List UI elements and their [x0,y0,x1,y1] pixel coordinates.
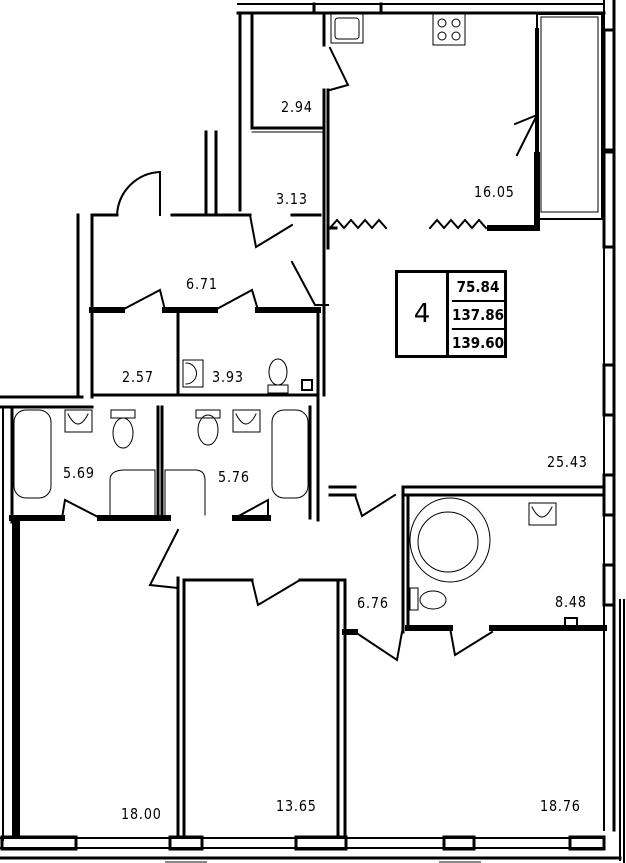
toilet-icon [268,358,288,386]
room-area-bedroom-middle: 13.65 [276,797,317,815]
room-area-storage-mid: 3.13 [276,190,308,208]
room-count: 4 [398,273,449,355]
bathtub-icon [271,409,309,499]
window-piers [602,28,616,607]
plumbing-fixtures [13,13,578,629]
interior-walls [9,11,607,839]
door-swings [60,46,540,662]
bottom-piers [0,835,606,851]
room-area-bathroom-middle: 5.76 [218,468,250,486]
balcony [534,13,603,225]
living-area: 75.84 [451,273,505,302]
toilet-icon [197,414,219,446]
sliding-partition [328,218,488,230]
total-area-with-balcony: 139.60 [451,333,505,352]
total-area: 137.86 [451,301,505,330]
sink-icon [182,359,204,388]
room-area-wc: 3.93 [212,368,244,386]
bathtub-icon [13,409,52,499]
room-area-bathroom-left: 5.69 [63,464,95,482]
corner-tub-icon [409,497,491,583]
stove-icon [432,13,466,46]
room-area-hall-upper: 6.71 [186,275,218,293]
toilet-icon [419,590,447,610]
toilet-icon [112,417,134,449]
kitchen-sink-icon [330,13,364,44]
apartment-summary-box: 4 75.84 137.86 139.60 [395,270,507,358]
room-area-bedroom-right: 18.76 [540,797,581,815]
room-area-storage-top: 2.94 [281,98,313,116]
room-area-closet: 2.57 [122,368,154,386]
room-area-living-room: 25.43 [547,453,588,471]
room-area-bedroom-left: 18.00 [121,805,162,823]
room-area-bathroom-master: 8.48 [555,593,587,611]
room-area-kitchen: 16.05 [474,183,515,201]
room-area-corridor: 6.76 [357,594,389,612]
